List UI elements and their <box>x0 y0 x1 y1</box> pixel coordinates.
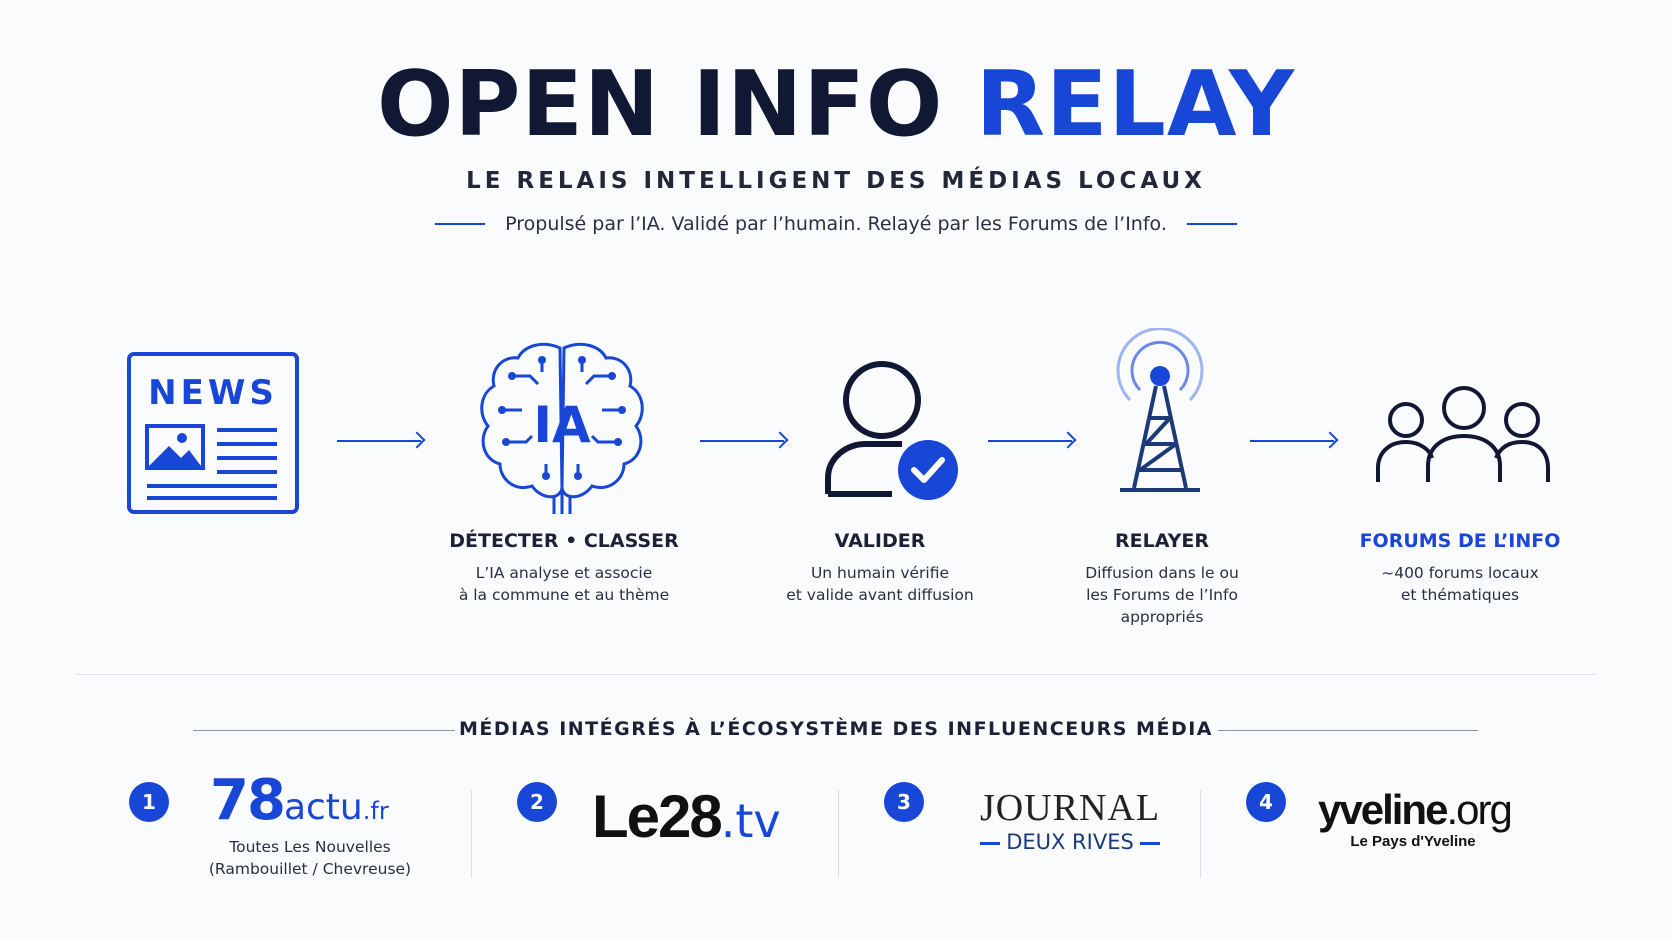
title-accent: RELAY <box>975 52 1296 157</box>
page-title: OPEN INFO RELAY <box>0 60 1672 150</box>
media-desc-line: Toutes Les Nouvelles <box>229 838 391 856</box>
logo-78actu-number: 78 <box>210 768 286 833</box>
brain-ai-icon: IA <box>472 336 652 521</box>
step-desc-line: L’IA analyse et associe <box>475 564 653 582</box>
step-desc-line: et valide avant diffusion <box>786 586 974 604</box>
logo-le28tv[interactable]: Le28.tv <box>592 782 781 851</box>
news-text: NEWS <box>148 373 278 413</box>
media-number-badge: 4 <box>1246 782 1286 822</box>
section-divider <box>75 674 1597 675</box>
title-main: OPEN INFO <box>376 52 944 157</box>
group-icon <box>1376 384 1550 489</box>
media-separator <box>471 790 472 878</box>
step-desc-line: les Forums de l’Info <box>1086 586 1238 604</box>
flow-arrow-2 <box>700 440 784 442</box>
tagline-left-rule <box>435 223 486 225</box>
media-number-badge: 1 <box>129 782 169 822</box>
step-desc-relayer: Diffusion dans le ou les Forums de l’Inf… <box>1012 562 1312 628</box>
logo-yveline-sub: Le Pays d'Yveline <box>1350 833 1476 850</box>
step-desc-detecter: L’IA analyse et associe à la commune et … <box>414 562 714 606</box>
media-separator <box>838 790 839 878</box>
logo-78actu[interactable]: 78actu.fr <box>210 768 389 833</box>
step-desc-line: à la commune et au thème <box>458 586 670 604</box>
step-desc-line: Un humain vérifie <box>810 564 950 582</box>
logo-yveline-org[interactable]: yveline.org <box>1318 786 1513 834</box>
tagline-right-rule <box>1186 223 1237 225</box>
step-label-forums: FORUMS DE L’INFO <box>1359 530 1561 552</box>
news-icon: NEWS <box>127 352 299 521</box>
logo-78actu-word: actu <box>283 787 363 828</box>
step-desc-valider: Un humain vérifie et valide avant diffus… <box>730 562 1030 606</box>
step-desc-line: et thématiques <box>1400 586 1520 604</box>
logo-journal-deux-rives[interactable]: JOURNAL <box>979 787 1161 829</box>
step-desc-line: ~400 forums locaux <box>1381 564 1539 582</box>
logo-journal-deux-rives-sub: DEUX RIVES <box>950 830 1190 854</box>
step-desc-line: Diffusion dans le ou <box>1085 564 1239 582</box>
media-section-title: MÉDIAS INTÉGRÉS À L’ÉCOSYSTÈME DES INFLU… <box>458 718 1213 740</box>
antenna-tower-icon <box>1100 327 1220 503</box>
media-number-badge: 3 <box>884 782 924 822</box>
subtitle: LE RELAIS INTELLIGENT DES MÉDIAS LOCAUX <box>466 168 1206 194</box>
tagline-row: Propulsé par l’IA. Validé par l’humain. … <box>0 213 1672 235</box>
media-desc-line: (Rambouillet / Chevreuse) <box>208 860 412 878</box>
step-label-detecter: DÉTECTER • CLASSER <box>449 530 679 552</box>
section-left-rule <box>193 730 455 731</box>
media-desc-78actu: Toutes Les Nouvelles (Rambouillet / Chev… <box>190 836 430 880</box>
section-right-rule <box>1218 730 1478 731</box>
flow-arrow-4 <box>1250 440 1334 442</box>
logo-le28tv-name: Le28 <box>592 783 723 850</box>
logo-le28tv-tld: .tv <box>720 794 781 848</box>
logo-yveline-tld: .org <box>1446 786 1512 833</box>
logo-78actu-tld: .fr <box>362 797 389 825</box>
step-label-relayer: RELAYER <box>1115 530 1209 552</box>
tagline: Propulsé par l’IA. Validé par l’humain. … <box>505 213 1167 235</box>
logo-yveline-name: yveline <box>1318 786 1448 833</box>
step-label-valider: VALIDER <box>834 530 926 552</box>
flow-arrow-1 <box>337 440 421 442</box>
brain-text: IA <box>533 396 591 454</box>
step-desc-line: appropriés <box>1120 608 1204 626</box>
step-desc-forums: ~400 forums locaux et thématiques <box>1310 562 1610 606</box>
media-number-badge: 2 <box>517 782 557 822</box>
flow-arrow-3 <box>988 440 1072 442</box>
user-check-icon <box>822 358 962 513</box>
media-separator <box>1200 790 1201 878</box>
